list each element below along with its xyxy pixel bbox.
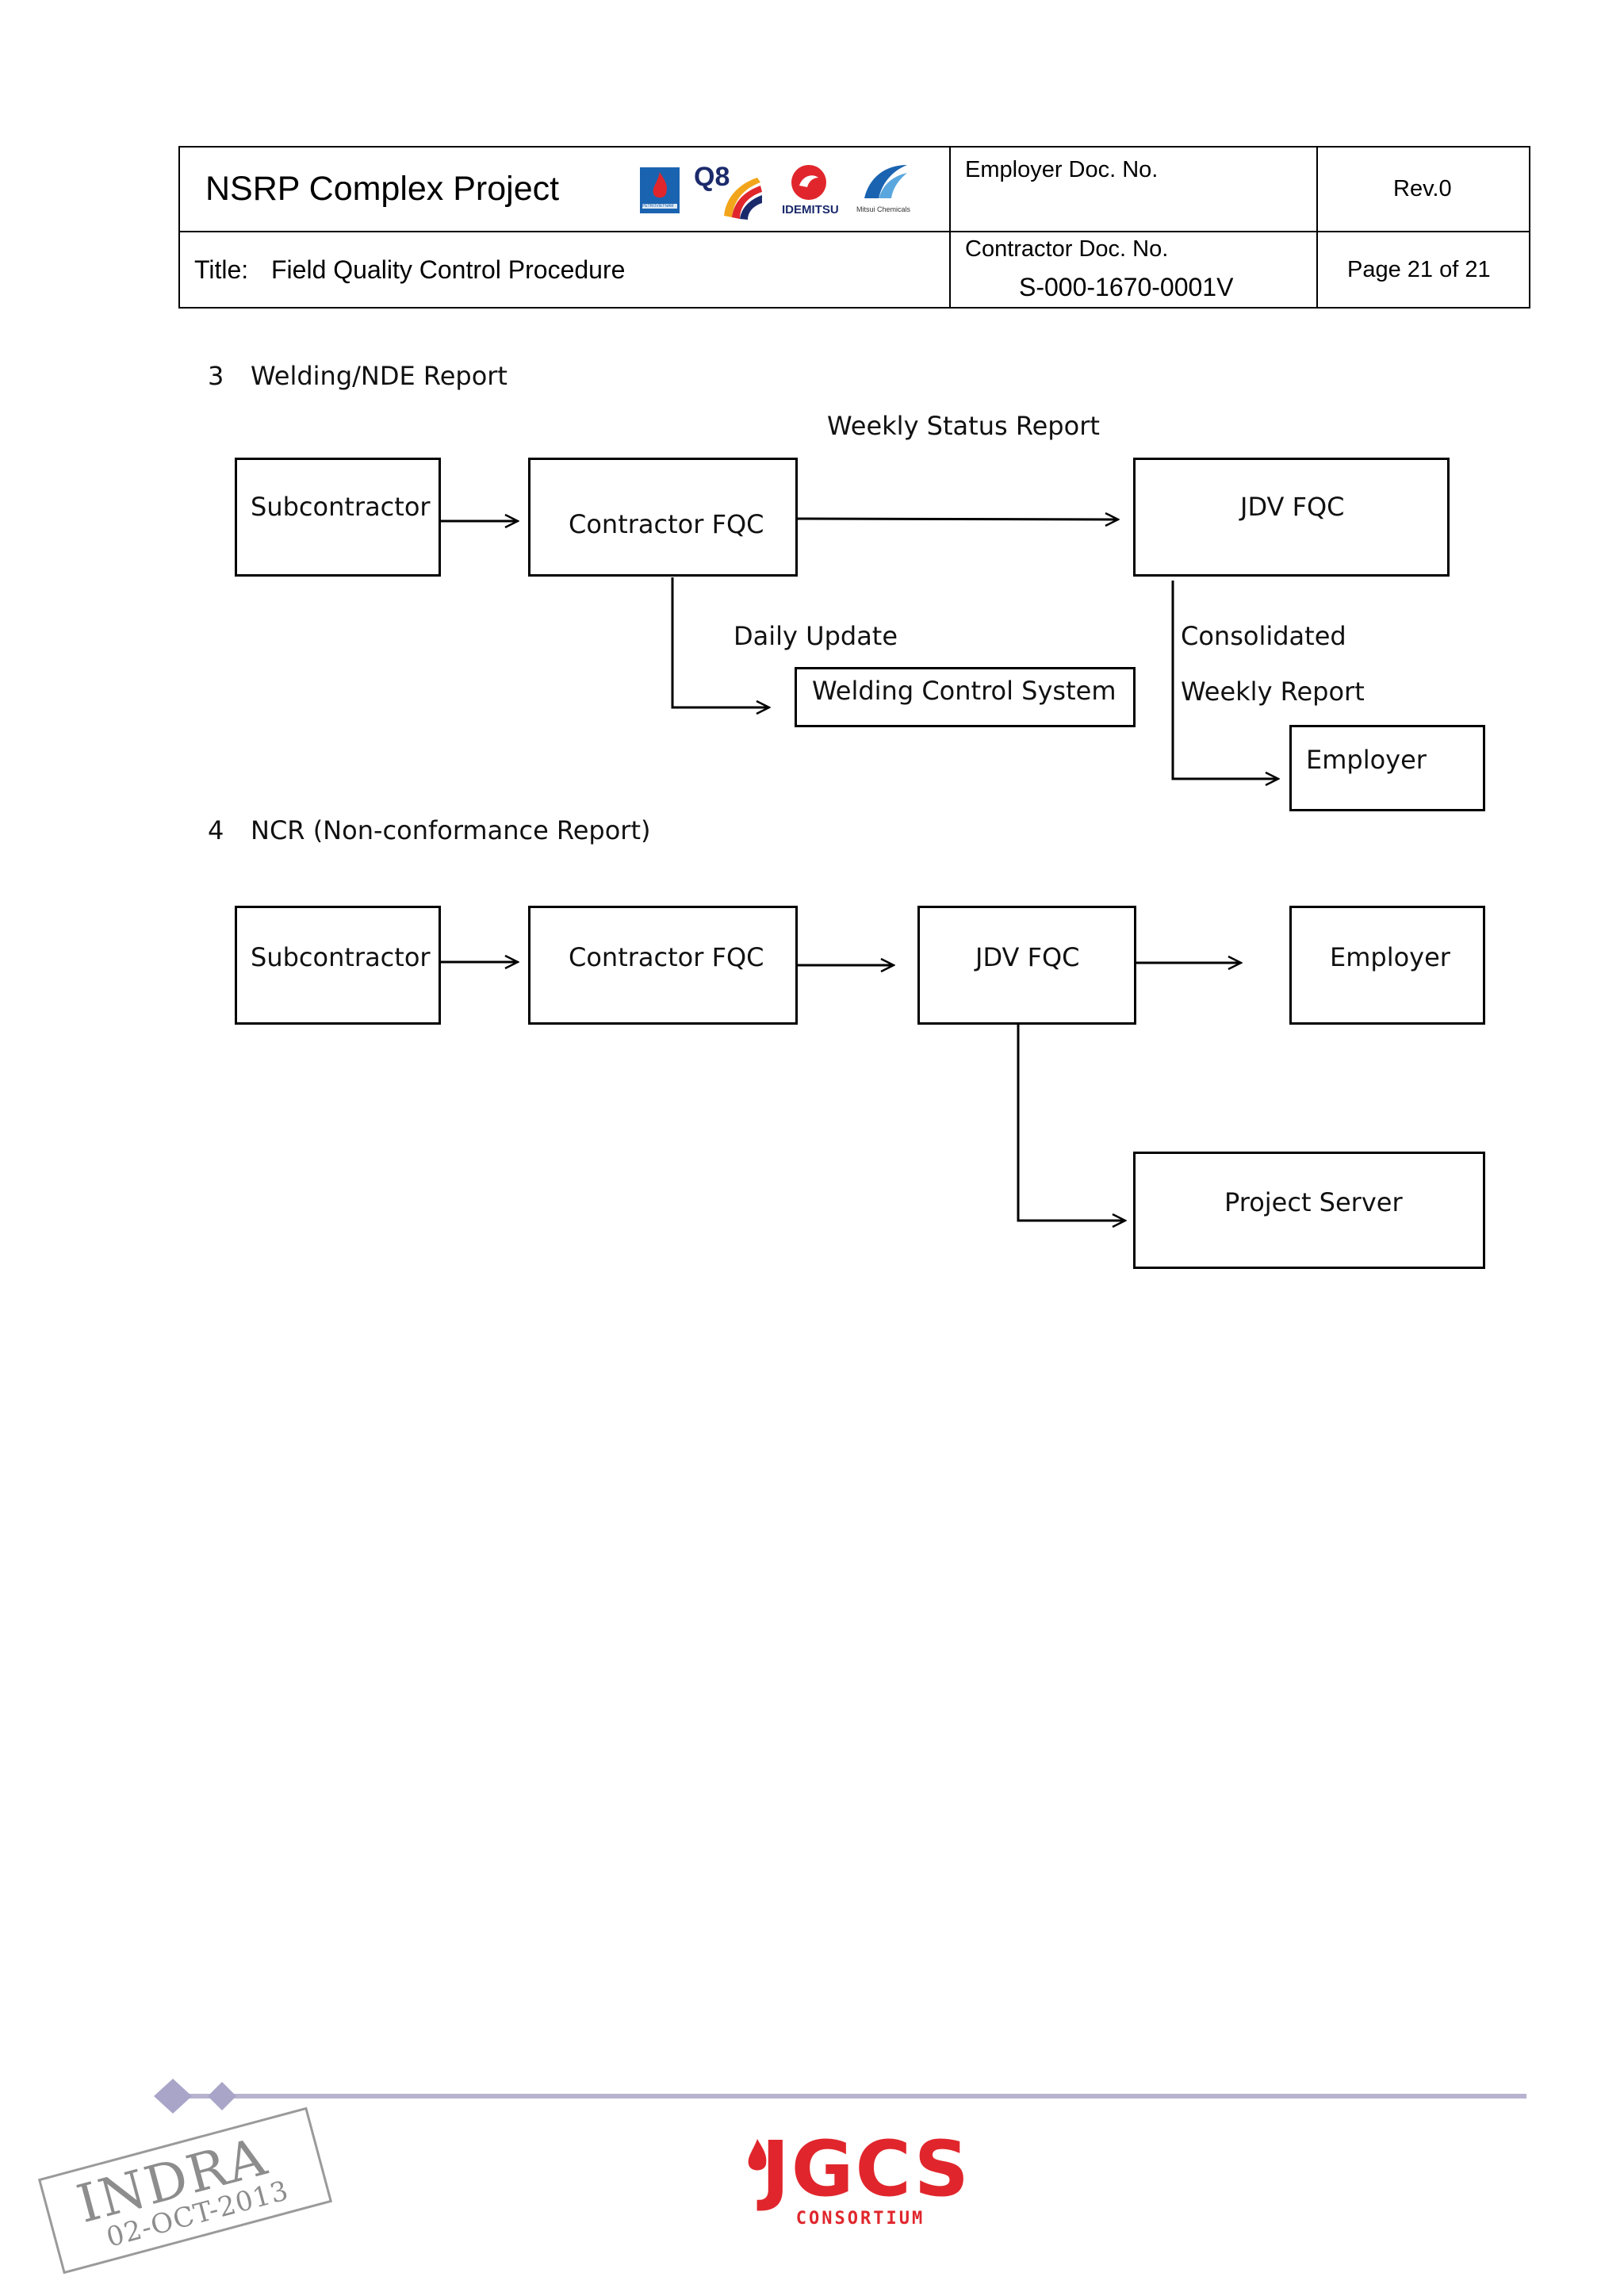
box-label: JDV FQC (1240, 492, 1345, 522)
consolidated-label: Consolidated (1181, 621, 1346, 651)
idemitsu-logo: IDEMITSU (779, 163, 842, 227)
flow-box-jdv-fqc: JDV FQC (1133, 458, 1450, 577)
box-label: Subcontractor (251, 492, 431, 522)
box-label: Project Server (1224, 1187, 1403, 1217)
box-label: Employer (1330, 942, 1450, 972)
page-info: Page 21 of 21 (1347, 257, 1491, 282)
petrovietnam-logo: PETROVIETNAM (640, 167, 680, 213)
flow-box-contractor-fqc: Contractor FQC (528, 906, 798, 1025)
diamond-icon (208, 2082, 236, 2110)
section-heading: NCR (Non-conformance Report) (251, 815, 651, 845)
box-label: Welding Control System (812, 676, 1116, 706)
footer-rule (154, 2079, 1526, 2114)
flow-box-subcontractor: Subcontractor (235, 458, 441, 577)
box-label: Contractor FQC (569, 942, 764, 972)
box-label: Subcontractor (251, 942, 431, 972)
diamond-icon (154, 2079, 192, 2114)
flow-box-subcontractor: Subcontractor (235, 906, 441, 1025)
header-divider (1316, 148, 1318, 307)
flow-box-employer: Employer (1289, 725, 1485, 811)
q8-logo: Q8 (694, 162, 769, 221)
employer-doc-label: Employer Doc. No. (965, 157, 1159, 182)
mitsui-chemicals-logo: Mitsui Chemicals (850, 162, 921, 225)
section-heading: Welding/NDE Report (251, 361, 508, 391)
document-header-table: NSRP Complex Project PETROVIETNAM Q8 IDE… (178, 146, 1530, 309)
contractor-doc-number: S-000-1670-0001V (1019, 273, 1234, 301)
flow-box-employer: Employer (1289, 906, 1485, 1025)
project-title: NSRP Complex Project (205, 170, 560, 208)
contractor-doc-label: Contractor Doc. No. (965, 236, 1169, 262)
flow-box-welding-control-system: Welding Control System (795, 667, 1136, 727)
revision: Rev.0 (1393, 176, 1452, 201)
jgcs-consortium-logo: JGCS CONSORTIUM (737, 2129, 969, 2233)
title-value: Field Quality Control Procedure (271, 255, 626, 284)
flow-box-contractor-fqc: Contractor FQC (528, 458, 798, 577)
flow-box-project-server: Project Server (1133, 1152, 1485, 1269)
title-label: Title: (194, 255, 249, 284)
box-label: Contractor FQC (569, 509, 764, 539)
header-divider (180, 231, 1529, 232)
section-number: 4 (208, 815, 224, 845)
weekly-report-label: Weekly Report (1181, 677, 1365, 707)
daily-update-label: Daily Update (733, 621, 898, 651)
box-label: JDV FQC (975, 942, 1080, 972)
flow-box-jdv-fqc: JDV FQC (917, 906, 1136, 1025)
header-divider (949, 148, 951, 307)
box-label: Employer (1306, 745, 1427, 775)
section-number: 3 (208, 361, 224, 391)
weekly-status-report-label: Weekly Status Report (827, 411, 1100, 441)
